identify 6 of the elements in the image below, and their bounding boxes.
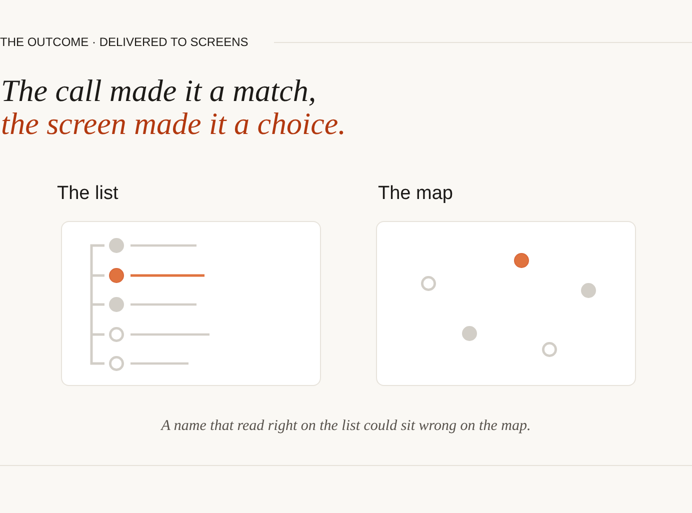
card-heading: The list xyxy=(57,182,118,206)
title-line: the screen made it a choice. xyxy=(1,107,346,140)
card-heading: The map xyxy=(378,182,453,206)
eyebrow-text: THE OUTCOME · DELIVERED TO SCREENS xyxy=(0,34,248,50)
title-line: The call made it a match, xyxy=(1,74,316,107)
caption-text: A name that read right on the list could sit wrong on the map. xyxy=(160,417,532,436)
